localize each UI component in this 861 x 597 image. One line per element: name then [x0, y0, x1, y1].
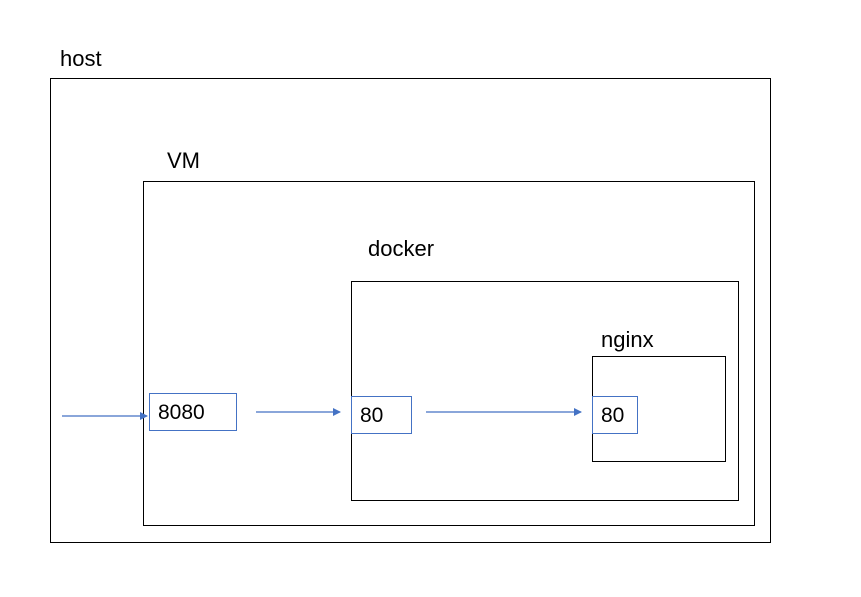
- host-label: host: [60, 46, 102, 71]
- nginx-port-80: 80: [592, 396, 638, 434]
- host-box: [50, 78, 771, 543]
- docker-port-80: 80: [351, 396, 412, 434]
- vm-box: [143, 181, 755, 526]
- docker-label: docker: [368, 236, 435, 261]
- nginx-label: nginx: [601, 327, 654, 352]
- vm-port-8080: 8080: [149, 393, 237, 431]
- docker-box: [351, 281, 739, 501]
- vm-label: VM: [167, 148, 200, 173]
